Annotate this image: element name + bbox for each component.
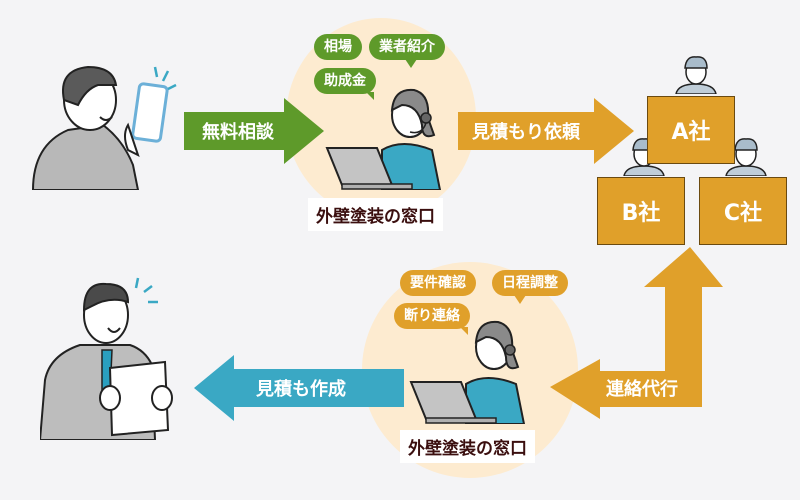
company-c-board: C社 — [699, 177, 787, 245]
bubble-schedule-adjust: 日程調整 — [492, 270, 568, 304]
company-a-board: A社 — [647, 96, 735, 164]
estimate-creation-arrow: 見積も作成 — [194, 355, 404, 421]
free-consultation-label: 無料相談 — [202, 122, 274, 143]
worker-a-illustration — [674, 54, 718, 95]
customer-phone-illustration — [28, 55, 178, 191]
contact-proxy-label: 連絡代行 — [606, 379, 678, 400]
bubble-decline-contact: 断り連絡 — [394, 303, 470, 335]
top-operator-illustration — [322, 80, 452, 191]
top-brand-logo: 外壁塗装の窓口 — [308, 198, 443, 231]
estimate-request-arrow: 見積もり依頼 — [458, 98, 634, 164]
bubble-requirement-check: 要件確認 — [400, 270, 476, 296]
contact-proxy-arrow: 連絡代行 — [550, 247, 730, 419]
bubble-market-price: 相場 — [314, 34, 362, 60]
free-consultation-arrow: 無料相談 — [184, 98, 324, 164]
bubble-contractor-intro: 業者紹介 — [369, 34, 445, 68]
worker-c-illustration — [724, 136, 768, 177]
estimate-request-label: 見積もり依頼 — [472, 122, 580, 143]
company-b-board: B社 — [597, 177, 685, 245]
customer-document-illustration — [38, 270, 180, 441]
bottom-operator-illustration — [406, 312, 536, 425]
estimate-creation-label: 見積も作成 — [256, 379, 346, 400]
bottom-brand-logo: 外壁塗装の窓口 — [400, 430, 535, 463]
bubble-subsidy: 助成金 — [314, 68, 376, 100]
